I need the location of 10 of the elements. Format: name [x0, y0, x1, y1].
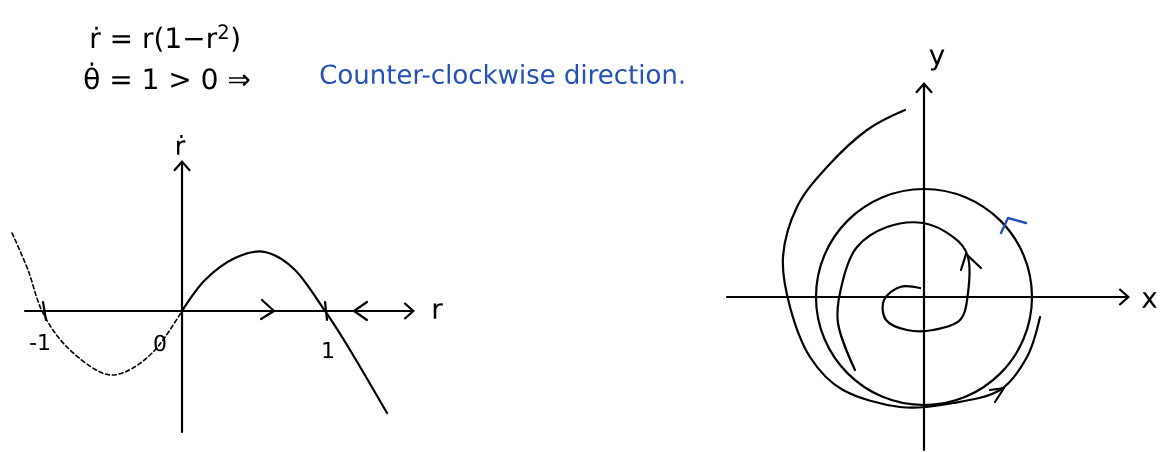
tick-label: 0 — [154, 334, 166, 352]
tick-label: 1 — [323, 341, 333, 358]
axis-label: y — [929, 49, 945, 71]
tick-label: -1 — [30, 333, 49, 350]
equation: ṙ = r(1−r$^{2}$) — [91, 24, 239, 52]
axis-label: x — [1142, 292, 1157, 308]
axis-label: ṙ — [177, 135, 186, 155]
equation: θ̇ = 1 > 0 ⇒ — [84, 62, 250, 90]
axis-label: r — [433, 303, 443, 319]
note-text: Counter-clockwise direction. — [320, 63, 684, 85]
